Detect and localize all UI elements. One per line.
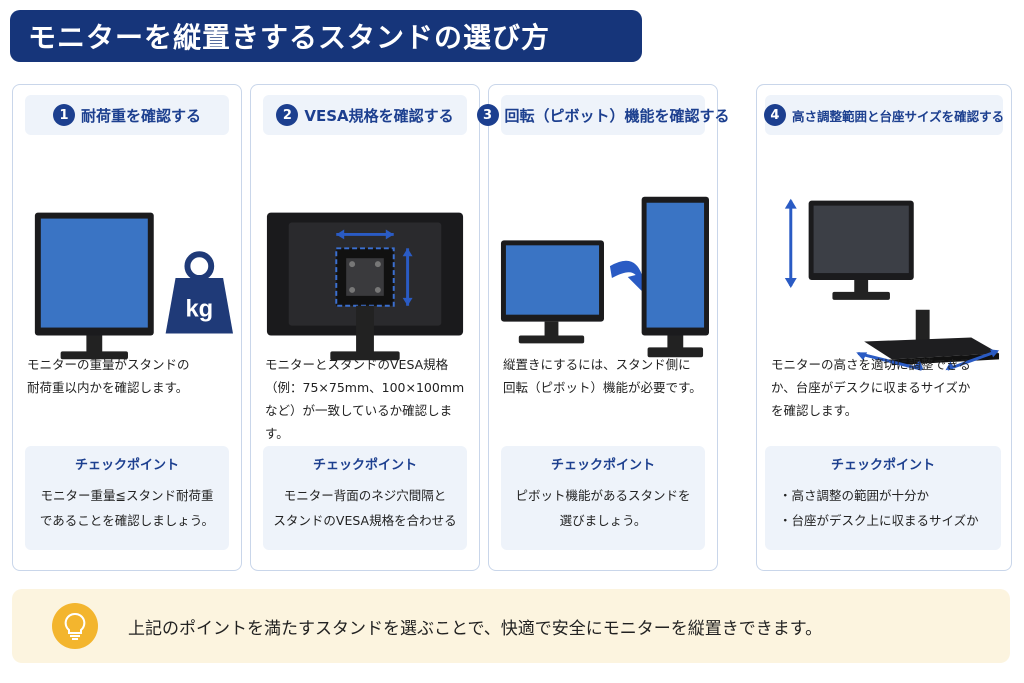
step-number-badge: 2 xyxy=(276,104,299,126)
weight-kg-label: kg xyxy=(185,296,213,323)
vesa-mount-illustration xyxy=(259,151,471,411)
monitor-weight-illustration: kg xyxy=(21,151,233,411)
list-item: 高さ調整の範囲が十分か xyxy=(779,483,993,508)
checkpoint-title: チェックポイント xyxy=(312,458,417,473)
card-heading: 2 VESA規格を確認する xyxy=(263,95,467,135)
checkpoint-box: チェックポイント ピボット機能があるスタンドを 選びましょう。 xyxy=(501,446,705,550)
checkpoint-title: チェックポイント xyxy=(74,458,179,473)
rotate-arrow-icon xyxy=(609,260,650,291)
pivot-svg xyxy=(500,196,709,358)
card-load-capacity: 1 耐荷重を確認する kg モニターの重量がスタンドの 耐荷重以内かを確認します… xyxy=(12,84,242,571)
height-base-illustration xyxy=(765,151,1003,411)
step-number-badge: 1 xyxy=(52,104,75,126)
step-number-badge: 4 xyxy=(763,104,786,126)
checkpoint-text: モニター重量≦スタンド耐荷重 であることを確認しましょう。 xyxy=(39,488,215,528)
card-description: モニターの重量がスタンドの 耐荷重以内かを確認します。 xyxy=(27,357,190,395)
checkpoint-list: 高さ調整の範囲が十分か 台座がデスク上に収まるサイズか xyxy=(773,483,993,533)
summary-text: 上記のポイントを満たすスタンドを選ぶことで、快適で安全にモニターを縦置きできます… xyxy=(128,618,823,639)
title-bar: モニターを縦置きするスタンドの選び方 xyxy=(10,10,642,62)
step-number-badge: 3 xyxy=(476,104,499,126)
weight-icon: kg xyxy=(165,251,233,334)
checkpoint-text: ピボット機能があるスタンドを 選びましょう。 xyxy=(515,488,691,528)
card-description: 縦置きにするには、スタンド側に 回転（ピボット）機能が必要です。 xyxy=(503,357,702,395)
pivot-illustration xyxy=(497,151,709,411)
card-heading: 1 耐荷重を確認する xyxy=(25,95,229,135)
checkpoint-box: チェックポイント モニター背面のネジ穴間隔と スタンドのVESA規格を合わせる xyxy=(263,446,467,550)
page-title: モニターを縦置きするスタンドの選び方 xyxy=(28,21,551,54)
checkpoint-box: チェックポイント 高さ調整の範囲が十分か 台座がデスク上に収まるサイズか xyxy=(765,446,1001,550)
card-heading-label: 高さ調整範囲と台座サイズを確認する xyxy=(791,108,1005,124)
card-height-base: 4 高さ調整範囲と台座サイズを確認する モニターの高さを適切に調整できる か、台… xyxy=(756,84,1012,571)
summary-footer: 上記のポイントを満たすスタンドを選ぶことで、快適で安全にモニターを縦置きできます… xyxy=(12,589,1010,663)
card-description: モニターとスタンドのVESA規格 （例：75×75mm、100×100mm など… xyxy=(265,357,465,441)
height-base-svg xyxy=(784,198,1000,371)
checkpoint-text: モニター背面のネジ穴間隔と スタンドのVESA規格を合わせる xyxy=(273,488,457,528)
card-heading: 3 回転（ピボット）機能を確認する xyxy=(476,95,730,135)
monitor-weight-svg: kg xyxy=(34,212,233,360)
list-item: 台座がデスク上に収まるサイズか xyxy=(779,508,993,533)
card-heading-label: VESA規格を確認する xyxy=(304,106,454,125)
vesa-mount-svg xyxy=(266,212,464,361)
checkpoint-box: チェックポイント モニター重量≦スタンド耐荷重 であることを確認しましょう。 xyxy=(25,446,229,550)
card-heading: 4 高さ調整範囲と台座サイズを確認する xyxy=(763,95,1005,135)
checkpoint-title: チェックポイント xyxy=(550,458,655,473)
card-heading-label: 耐荷重を確認する xyxy=(80,106,201,125)
lightbulb-icon xyxy=(52,603,98,649)
card-vesa: 2 VESA規格を確認する モニターとスタンドのVESA規格 （例：75×75m… xyxy=(250,84,480,571)
card-description: モニターの高さを適切に調整できる か、台座がデスクに収まるサイズか を確認します… xyxy=(771,357,971,418)
checkpoint-title: チェックポイント xyxy=(830,458,935,473)
card-pivot: 3 回転（ピボット）機能を確認する 縦置きにするには、スタンド側に 回転（ピボッ… xyxy=(476,84,730,571)
card-heading-label: 回転（ピボット）機能を確認する xyxy=(504,106,730,125)
